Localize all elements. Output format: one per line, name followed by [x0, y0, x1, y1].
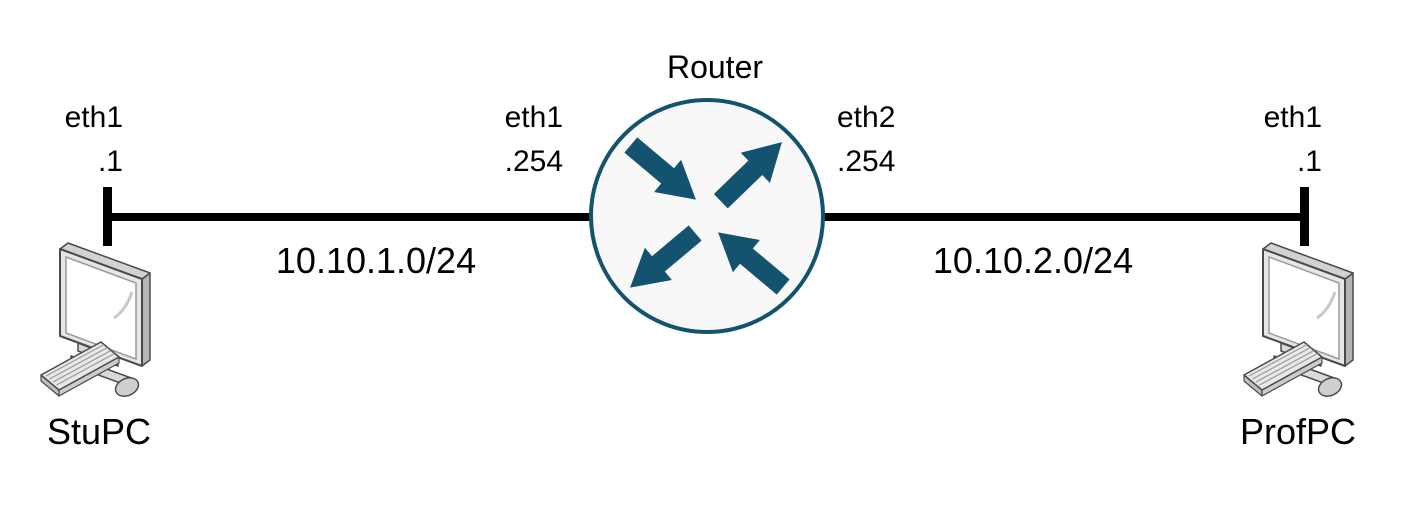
right-host-name: ProfPC — [1239, 411, 1357, 452]
router-right-interface-label: eth2 .254 — [837, 96, 895, 184]
left-host-interface-name: eth1 — [64, 101, 123, 134]
mouse-icon — [1317, 377, 1343, 397]
router-left-interface-name: eth1 — [504, 101, 563, 134]
router-right-interface-name: eth2 — [837, 101, 896, 134]
monitor-icon — [1262, 242, 1354, 389]
router-arrow-outbound-top-right-icon — [713, 142, 782, 209]
link-left-endpoint-tick — [103, 187, 112, 246]
left-host-name: StuPC — [46, 411, 152, 452]
desktop-pc-icon — [40, 242, 151, 397]
router-arrow-inbound-bottom-right-icon — [718, 232, 790, 295]
right-host-interface-name: eth1 — [1263, 101, 1322, 134]
desktop-pc-icon — [1243, 242, 1354, 397]
router-left-interface-address: .254 — [504, 145, 563, 178]
router-arrow-inbound-top-left-icon — [624, 137, 696, 200]
router-label: Router — [666, 49, 764, 85]
link-left-segment — [107, 213, 593, 221]
left-host-interface-label: eth1 .1 — [65, 96, 123, 184]
right-subnet-label: 10.10.2.0/24 — [932, 240, 1134, 281]
right-host-interface-address: .1 — [1296, 145, 1322, 178]
router-circle — [589, 98, 825, 334]
router-left-interface-label: eth1 .254 — [505, 96, 563, 184]
left-host-interface-address: .1 — [97, 145, 123, 178]
router-icon — [589, 98, 825, 334]
link-right-segment — [820, 213, 1306, 221]
mouse-icon — [114, 377, 140, 397]
router-right-interface-address: .254 — [837, 145, 896, 178]
keyboard-icon — [1243, 341, 1323, 397]
right-host-interface-label: eth1 .1 — [1264, 96, 1322, 184]
keyboard-icon — [40, 341, 120, 397]
router-arrow-outbound-bottom-left-icon — [630, 225, 702, 288]
link-right-endpoint-tick — [1300, 187, 1309, 246]
left-subnet-label: 10.10.1.0/24 — [275, 240, 477, 281]
